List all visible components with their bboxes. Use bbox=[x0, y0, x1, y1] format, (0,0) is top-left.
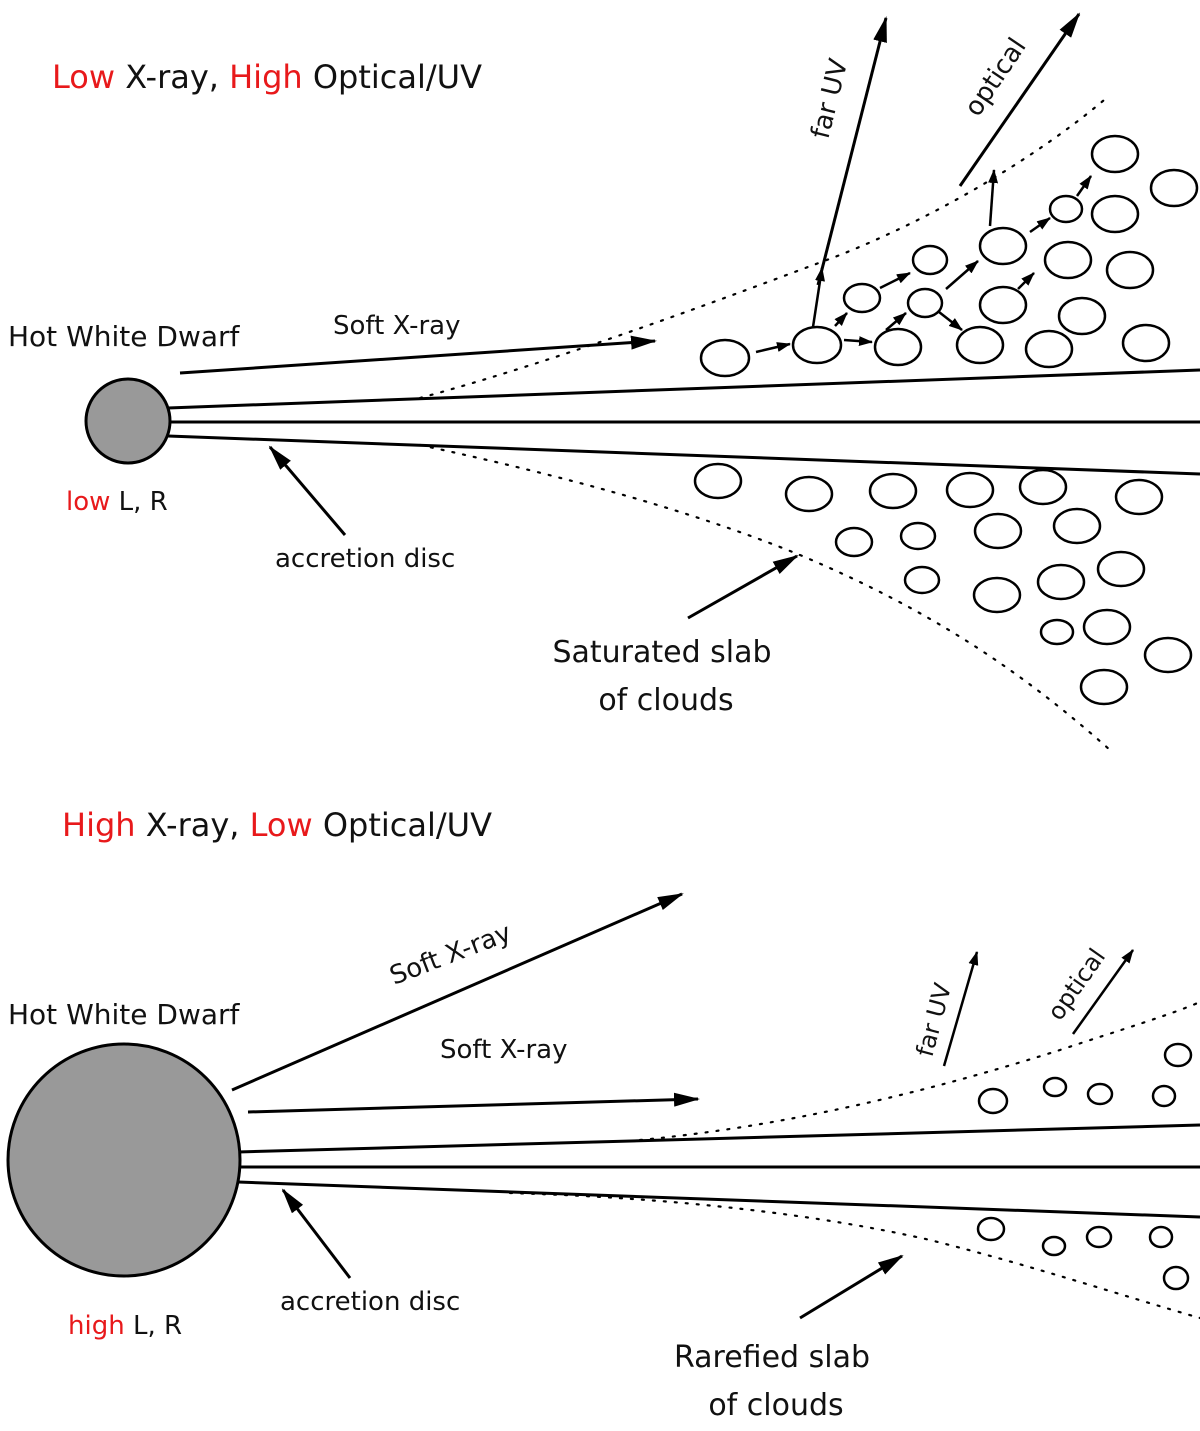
cloud bbox=[842, 282, 882, 314]
bottom-soft-xray-arrow-lower bbox=[247, 1092, 700, 1114]
top-far-uv-arrow bbox=[816, 16, 888, 286]
cloud bbox=[1143, 636, 1193, 674]
cloud bbox=[1162, 1265, 1190, 1291]
top-slab-label-line1: Saturated slab bbox=[552, 635, 771, 670]
bottom-slab-boundary-lower bbox=[508, 1191, 1200, 1320]
cloud bbox=[1018, 468, 1068, 506]
bottom-slab-label-line2: of clouds bbox=[708, 1388, 843, 1423]
bottom-slab-boundary-upper bbox=[638, 1000, 1200, 1142]
cloud bbox=[978, 285, 1028, 325]
cloud bbox=[1041, 1235, 1067, 1257]
bottom-soft-xray-label-lower: Soft X-ray bbox=[440, 1035, 567, 1065]
top-soft-xray-arrow bbox=[179, 335, 657, 375]
cloud bbox=[945, 471, 995, 509]
bottom-far-uv-arrow bbox=[942, 951, 979, 1067]
bottom-luminosity-label: high L, R bbox=[68, 1311, 182, 1341]
cloud bbox=[977, 1087, 1009, 1115]
top-accretion-pointer bbox=[268, 445, 347, 536]
top-panel: Low X-ray, High Optical/UV Hot White Dwa… bbox=[8, 12, 1200, 752]
bottom-optical-label: optical bbox=[1042, 943, 1111, 1025]
cloud bbox=[1149, 168, 1199, 208]
cloud bbox=[784, 475, 834, 513]
cloud bbox=[911, 244, 949, 276]
top-accretion-disc bbox=[167, 368, 1200, 476]
cloud bbox=[693, 462, 743, 500]
cloud bbox=[868, 472, 918, 510]
cloud bbox=[1121, 323, 1171, 363]
cloud bbox=[973, 512, 1023, 550]
bottom-white-dwarf-label: Hot White Dwarf bbox=[8, 998, 241, 1031]
top-clouds-upper bbox=[699, 134, 1199, 378]
top-slab-boundary-lower bbox=[418, 443, 1112, 752]
cloud bbox=[1148, 1225, 1174, 1249]
top-scatter-arrows bbox=[755, 169, 1093, 354]
cloud bbox=[791, 325, 843, 365]
cloud bbox=[906, 287, 944, 319]
cloud bbox=[699, 338, 751, 378]
bottom-clouds-lower bbox=[976, 1216, 1190, 1291]
top-luminosity-label: low L, R bbox=[66, 487, 168, 517]
top-soft-xray-label: Soft X-ray bbox=[333, 311, 460, 341]
cloud bbox=[1048, 194, 1084, 224]
cloud bbox=[1036, 563, 1086, 601]
cloud bbox=[1079, 668, 1129, 706]
cloud bbox=[1042, 1076, 1068, 1098]
cloud bbox=[972, 576, 1022, 614]
cloud bbox=[976, 1216, 1006, 1242]
bottom-accretion-label: accretion disc bbox=[280, 1287, 460, 1317]
cloud bbox=[834, 526, 874, 558]
cloud bbox=[1096, 550, 1146, 588]
top-optical-label: optical bbox=[959, 33, 1033, 122]
top-accretion-label: accretion disc bbox=[275, 544, 455, 574]
cloud bbox=[1151, 1084, 1177, 1108]
cloud bbox=[1052, 507, 1102, 545]
cloud bbox=[1086, 1082, 1114, 1106]
bottom-accretion-disc bbox=[237, 1123, 1200, 1219]
top-optical-arrow bbox=[958, 12, 1081, 187]
top-slab-label-line2: of clouds bbox=[598, 683, 733, 718]
bottom-optical-arrow bbox=[1071, 949, 1135, 1035]
cloud bbox=[899, 521, 937, 551]
bottom-soft-xray-label-upper: Soft X-ray bbox=[386, 918, 516, 992]
cloud bbox=[1090, 134, 1140, 174]
cloud bbox=[1024, 329, 1074, 369]
cloud bbox=[1114, 478, 1164, 516]
bottom-panel: High X-ray, Low Optical/UV Hot White Dwa… bbox=[6, 806, 1200, 1423]
cloud bbox=[1057, 296, 1107, 336]
cloud bbox=[1105, 250, 1155, 290]
bottom-white-dwarf bbox=[6, 1042, 242, 1278]
bottom-slab-label-line1: Rarefied slab bbox=[674, 1340, 870, 1375]
cloud bbox=[955, 325, 1005, 365]
top-far-uv-label: far UV bbox=[806, 56, 855, 142]
cloud bbox=[1039, 618, 1075, 646]
bottom-slab-pointer bbox=[799, 1254, 904, 1320]
cloud bbox=[978, 226, 1028, 266]
cloud bbox=[1163, 1042, 1193, 1068]
top-white-dwarf-label: Hot White Dwarf bbox=[8, 320, 241, 353]
bottom-accretion-pointer bbox=[281, 1188, 352, 1279]
cloud bbox=[1043, 240, 1093, 280]
bottom-clouds-upper bbox=[977, 1042, 1193, 1115]
top-clouds-lower bbox=[693, 462, 1193, 706]
top-white-dwarf bbox=[84, 377, 172, 465]
top-slab-pointer bbox=[687, 554, 799, 620]
cloud bbox=[1085, 1225, 1113, 1249]
cloud bbox=[1082, 608, 1132, 646]
bottom-soft-xray-arrow-upper bbox=[231, 892, 684, 1092]
bottom-heading: High X-ray, Low Optical/UV bbox=[62, 806, 492, 844]
top-heading: Low X-ray, High Optical/UV bbox=[52, 58, 482, 96]
cloud bbox=[903, 565, 941, 595]
cloud bbox=[873, 327, 923, 367]
cloud bbox=[1090, 194, 1140, 234]
